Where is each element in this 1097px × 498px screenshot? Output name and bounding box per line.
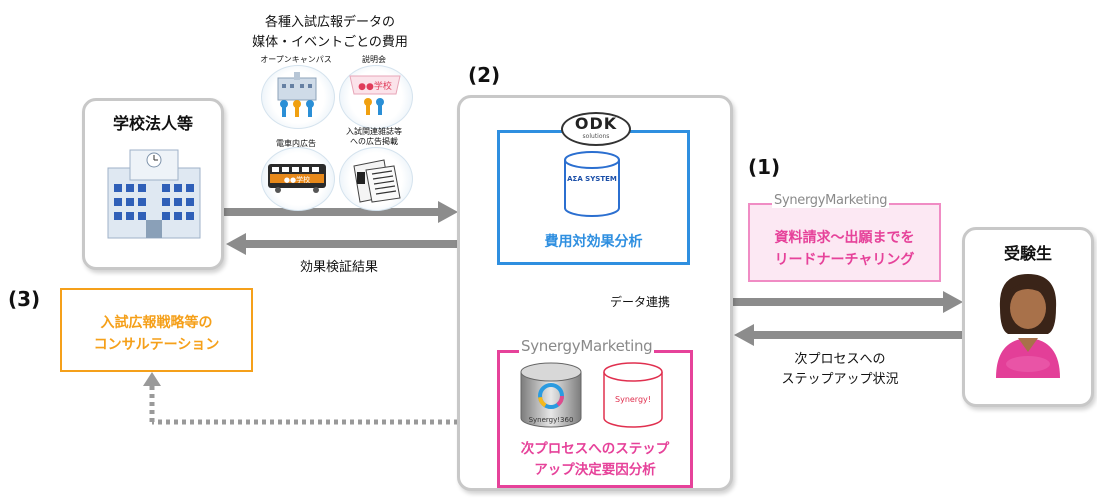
briefing-sign: ●●学校 [358, 80, 392, 92]
arrow-center-to-school [226, 233, 459, 255]
arrow-student-to-center [734, 324, 964, 346]
odk-logo: ODK solutions [561, 112, 631, 146]
section1-number: (1) [748, 155, 781, 179]
step-up-analysis-line2: アップ決定要因分析 [534, 462, 656, 478]
synergy360-database-icon: Synergy!360 [520, 362, 582, 428]
consultation-line2: コンサルテーション [93, 337, 220, 353]
magazine-icon [353, 159, 401, 203]
odk-logo-sub: solutions [582, 133, 610, 140]
consultation-line1: 入試広報戦略等の [100, 315, 213, 331]
arrow-center-to-student [733, 291, 963, 313]
student-title: 受験生 [1003, 244, 1052, 263]
consultation-dashed-arrow [143, 372, 458, 425]
consultation-panel [60, 288, 253, 372]
school-building-icon [107, 149, 201, 239]
next-status-label-1: 次プロセスへの [794, 352, 886, 367]
center-number: (2) [468, 63, 501, 87]
synergy360-label: Synergy!360 [529, 416, 574, 424]
lead-nurturing-line2: リードナーチャリング [774, 252, 915, 268]
media-magazine-label-2: への広告掲載 [350, 137, 398, 146]
lead-nurturing-line1: 資料請求〜出願までを [774, 230, 915, 246]
media-magazine-label-1: 入試関連雑誌等 [346, 127, 402, 136]
media-open-campus-label: オープンキャンパス [260, 55, 332, 64]
media-briefing-label: 説明会 [362, 55, 386, 64]
section3-number: (3) [8, 287, 41, 311]
media-train-ad-label: 電車内広告 [276, 139, 316, 148]
lead-nurturing-panel [748, 203, 941, 282]
synergy-logo-center: SynergyMarketing [519, 337, 655, 355]
media-header-line1: 各種入試広報データの [264, 15, 395, 30]
next-status-label-2: ステップアップ状況 [781, 372, 899, 387]
school-title: 学校法人等 [112, 114, 193, 133]
odk-logo-text: ODK [574, 114, 618, 133]
student-person-icon [996, 274, 1060, 378]
step-up-analysis-line1: 次プロセスへのステップ [520, 441, 670, 457]
media-header-line2: 媒体・イベントごとの費用 [252, 35, 408, 50]
asa-database-icon: ΑΣΑ SYSTEM [564, 151, 620, 217]
synergy-logo-section1: SynergyMarketing [772, 193, 890, 208]
cost-effect-analysis: 費用対効果分析 [544, 234, 643, 250]
open-campus-icon [277, 72, 317, 117]
synergy-database-icon: Synergy! [603, 362, 663, 428]
train-icon: ●●学校 [268, 164, 326, 193]
arrow-school-to-center [222, 201, 458, 223]
feedback-label: 効果検証結果 [300, 260, 379, 275]
train-sign: ●●学校 [284, 175, 310, 184]
data-link-label: データ連携 [610, 295, 671, 309]
asa-label: ΑΣΑ SYSTEM [567, 175, 617, 183]
briefing-icon: ●●学校 [349, 75, 401, 115]
synergy-db-label: Synergy! [615, 395, 651, 404]
